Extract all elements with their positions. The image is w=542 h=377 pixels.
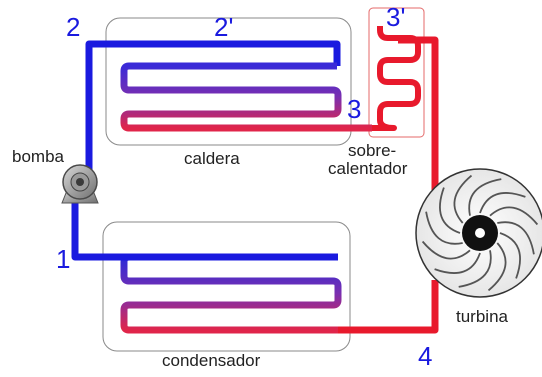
pump-label: bomba bbox=[12, 147, 64, 166]
boiler-coil bbox=[120, 62, 372, 132]
turbine-icon bbox=[415, 168, 542, 298]
state-point-4: 4 bbox=[418, 341, 433, 371]
turbine-blade bbox=[487, 242, 507, 292]
superheater-box bbox=[368, 7, 425, 138]
feed-pipe-2 bbox=[85, 40, 341, 170]
boiler-box bbox=[105, 17, 352, 146]
steam-pipe-3prime bbox=[398, 36, 439, 190]
turbine-blade bbox=[479, 192, 526, 214]
turbine-blade bbox=[468, 178, 502, 216]
turbine-blade bbox=[497, 221, 535, 255]
turbine-blade bbox=[425, 211, 463, 245]
pump-icon bbox=[61, 164, 99, 204]
turbine-label: turbina bbox=[456, 307, 508, 326]
state-point-2: 2 bbox=[66, 12, 81, 42]
turbine-blade bbox=[434, 252, 481, 274]
turbine-blade bbox=[421, 240, 471, 260]
turbine-blade bbox=[489, 206, 539, 226]
state-point-3: 3 bbox=[347, 94, 362, 124]
state-point-2prime: 2' bbox=[214, 12, 234, 42]
boiler-label: caldera bbox=[184, 149, 240, 168]
turbine-blade bbox=[499, 232, 521, 279]
condenser-box bbox=[102, 221, 351, 352]
superheater-label-line1: sobre- bbox=[348, 141, 397, 160]
turbine-blade bbox=[439, 187, 461, 234]
turbine-blade bbox=[458, 250, 492, 288]
condensate-pipe-1 bbox=[71, 196, 338, 261]
turbine-blade bbox=[453, 174, 473, 224]
exhaust-pipe-4 bbox=[338, 280, 439, 334]
condenser-coil bbox=[120, 253, 342, 334]
state-point-3prime: 3' bbox=[386, 2, 406, 32]
condenser-label: condensador bbox=[162, 351, 261, 370]
state-point-1: 1 bbox=[56, 244, 71, 274]
superheater-label-line2: calentador bbox=[328, 159, 408, 178]
